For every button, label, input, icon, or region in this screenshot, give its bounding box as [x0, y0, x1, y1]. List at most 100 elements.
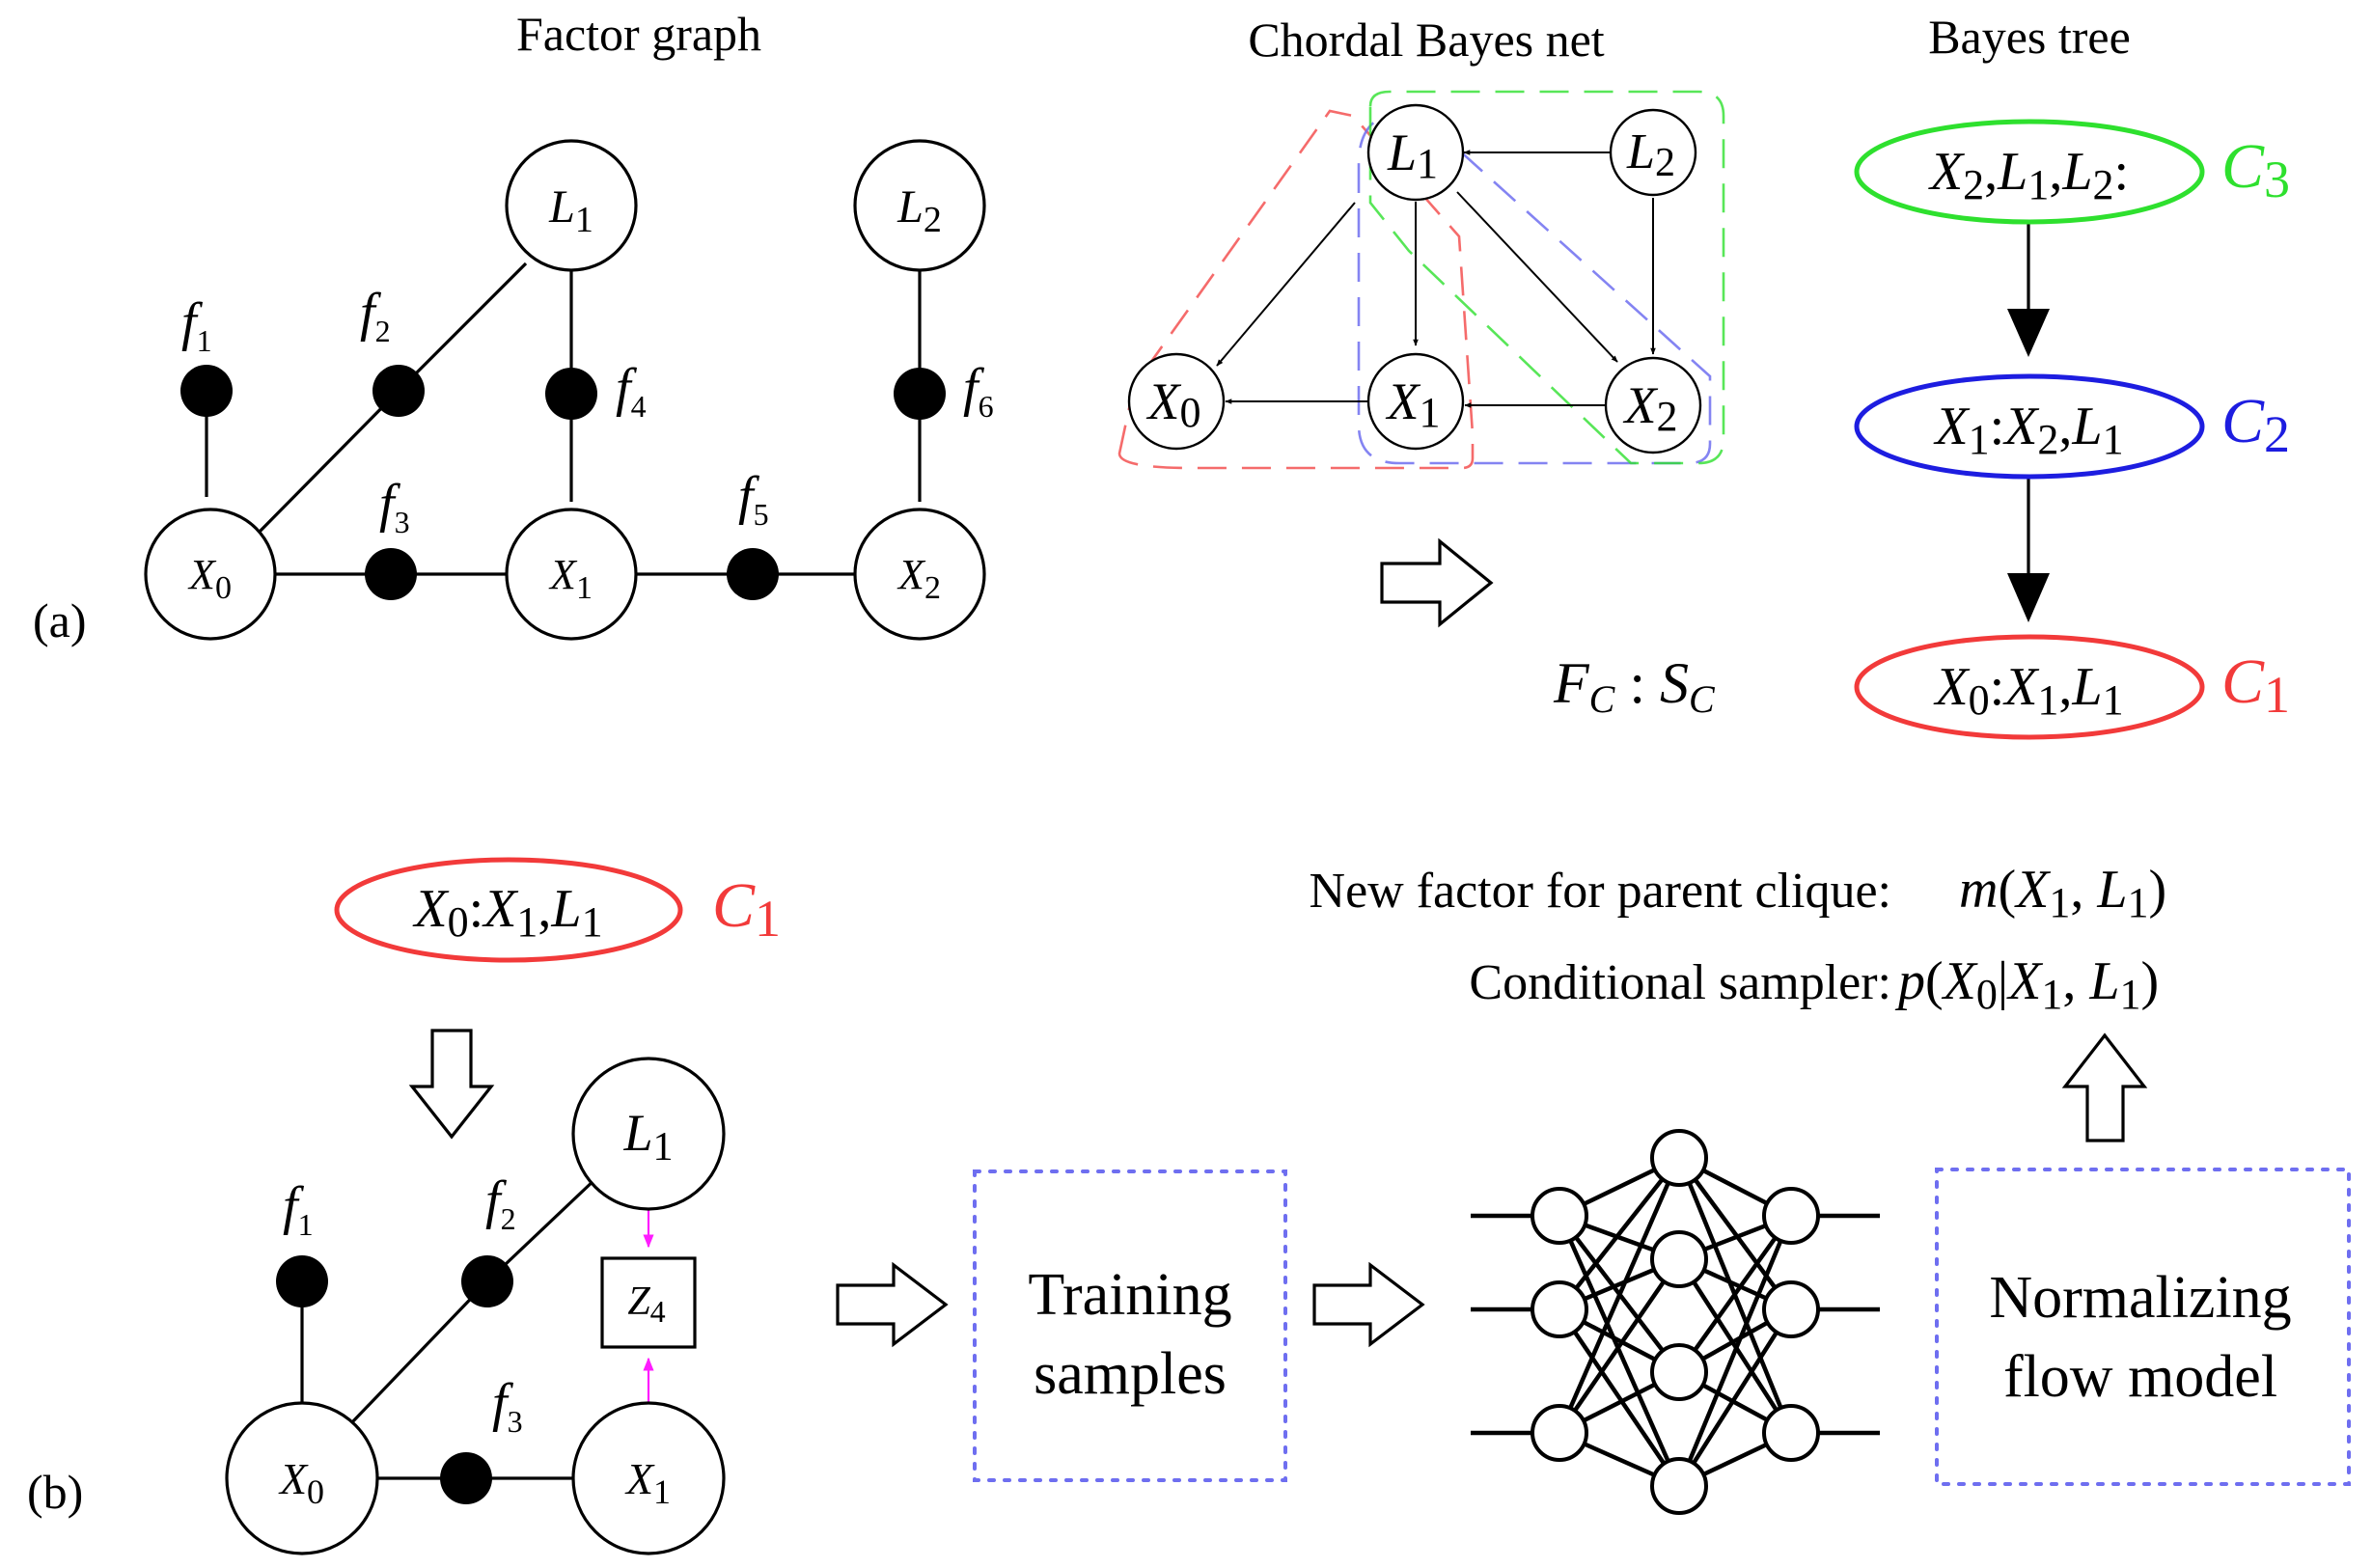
training-samples-line1: Training	[1028, 1262, 1231, 1328]
bn-label-l2: L2	[1626, 124, 1675, 185]
nn-connection	[1558, 1307, 1681, 1488]
factor-f2-dot-b	[461, 1255, 513, 1307]
clique-outline-c1	[1117, 109, 1475, 470]
factor-f6-dot	[894, 368, 946, 420]
var-label-l2: L2	[896, 181, 942, 240]
new-factor-expr: m(X1, L1)	[1959, 860, 2166, 926]
nn-neuron	[1650, 1457, 1708, 1515]
factor-f5-dot	[727, 548, 779, 600]
nn-connection	[1676, 1215, 1794, 1487]
factor-f5-label: f5	[738, 466, 769, 532]
nn-connection	[1558, 1156, 1681, 1311]
bn-node-l2	[1609, 108, 1697, 197]
nn-neuron	[1531, 1187, 1588, 1245]
panel-a-label: (a)	[33, 593, 87, 647]
factor-f4-label: f4	[616, 358, 647, 424]
factor-f2-label: f2	[360, 283, 391, 348]
factor-f1-dot	[180, 365, 233, 417]
factor-graph-title: Factor graph	[516, 7, 761, 61]
nn-neuron	[1762, 1404, 1820, 1462]
nn-connection	[1677, 1156, 1793, 1311]
bn-node-x2	[1604, 356, 1702, 454]
tree-arrow-c3-c2	[2007, 309, 2050, 357]
training-samples-box	[973, 1169, 1287, 1482]
to-outputs-arrow-icon	[2061, 1032, 2148, 1142]
panel-b-label: (b)	[27, 1465, 83, 1519]
bn-node-x0	[1127, 352, 1226, 451]
nn-connection	[1557, 1215, 1682, 1487]
to-network-arrow-icon	[1312, 1261, 1425, 1348]
var-label-x1: X1	[548, 551, 593, 606]
nn-neuron	[1762, 1187, 1820, 1245]
var-label-l1: L1	[548, 181, 593, 240]
var-label-x0: X0	[187, 551, 232, 606]
nn-connection	[1557, 1157, 1682, 1434]
var-label-x1-b: X1	[624, 1454, 671, 1511]
bn-node-l1	[1366, 103, 1465, 202]
nn-neuron	[1762, 1280, 1820, 1338]
clique-c1-ellipse-b	[334, 857, 683, 963]
nn-neuron	[1650, 1230, 1708, 1288]
factor-z4-label: Z4	[627, 1279, 665, 1329]
sampler-expr: p(X0|X1, L1)	[1894, 951, 2159, 1018]
nn-neuron	[1531, 1280, 1588, 1338]
factor-f4-dot	[545, 368, 597, 420]
var-node-l1	[505, 139, 638, 272]
var-node-l1-b	[571, 1057, 726, 1211]
clique-outline-c3	[1368, 90, 1725, 465]
factor-f3-label-b: f3	[492, 1373, 523, 1439]
clique-c2-ellipse	[1854, 373, 2205, 480]
factor-f3-dot-b	[440, 1452, 492, 1504]
neural-network-icon	[1471, 1129, 1880, 1515]
nn-connection	[1677, 1214, 1793, 1374]
clique-c2-label: C2	[2221, 386, 2290, 463]
var-node-x1	[505, 508, 638, 641]
var-label-x0-b: X0	[278, 1454, 324, 1511]
factor-f1-dot-b	[276, 1255, 328, 1307]
bn-label-x2: X2	[1623, 376, 1678, 440]
extract-arrow-icon	[408, 1029, 495, 1140]
nn-connection	[1677, 1307, 1793, 1488]
flow-model-line2: flow model	[2003, 1344, 2277, 1410]
clique-c1-ellipse	[1854, 634, 2205, 740]
var-label-l1-b: L1	[622, 1104, 673, 1169]
clique-outline-c2	[1357, 111, 1712, 465]
nn-connection	[1558, 1257, 1681, 1435]
factor-f2-dot	[372, 365, 425, 417]
edge-l1-x0	[1216, 202, 1356, 367]
var-node-x0-b	[225, 1401, 379, 1555]
clique-legend-fc-sc: FC : SC	[1553, 651, 1716, 721]
factor-f2-label-b: f2	[485, 1170, 516, 1236]
factor-f3-dot	[365, 548, 417, 600]
bn-node-x1	[1366, 352, 1465, 451]
bayes-net-title: Chordal Bayes net	[1248, 13, 1604, 67]
bn-label-x1: X1	[1386, 372, 1441, 436]
to-samples-arrow-icon	[836, 1261, 949, 1348]
factor-graph: f1 f2 f4 f6 f3 f5 L1 L2 X0 X1 X2	[144, 139, 994, 641]
elimination-arrow-icon	[1380, 537, 1494, 628]
clique-c3-ellipse	[1854, 119, 2205, 225]
factor-f1-label: f1	[181, 292, 212, 358]
sampler-label: Conditional sampler:	[1469, 955, 1891, 1010]
bn-label-l1: L1	[1387, 124, 1438, 187]
bayes-tree-title: Bayes tree	[1928, 10, 2131, 64]
bayes-tree: X2,L1,L2: X1:X2,L1 X0:X1,L1 C3 C2 C1 FC …	[1553, 119, 2290, 740]
var-node-l2	[853, 139, 986, 272]
edge-f2-l1	[397, 261, 528, 393]
clique-c1-content: X0:X1,L1	[1933, 657, 2123, 724]
edge-x0-f2	[253, 389, 400, 538]
factor-f3-label: f3	[379, 474, 410, 539]
clique-c1-label: C1	[2221, 646, 2290, 724]
factor-f1-label-b: f1	[283, 1176, 314, 1242]
clique-c3-label: C3	[2221, 131, 2290, 208]
edge-l1-x2	[1456, 191, 1618, 363]
nn-neuron	[1650, 1343, 1708, 1401]
nn-neuron	[1531, 1404, 1588, 1462]
flow-model-line1: Normalizing	[1989, 1265, 2291, 1331]
chordal-bayes-net: L1 L2 X0 X1 X2	[1117, 90, 1725, 470]
flow-model-box	[1935, 1168, 2351, 1486]
clique-c2-content: X1:X2,L1	[1933, 397, 2123, 463]
var-label-x2: X2	[896, 551, 941, 606]
factor-f6-label: f6	[963, 358, 994, 424]
var-node-x0	[144, 508, 277, 641]
